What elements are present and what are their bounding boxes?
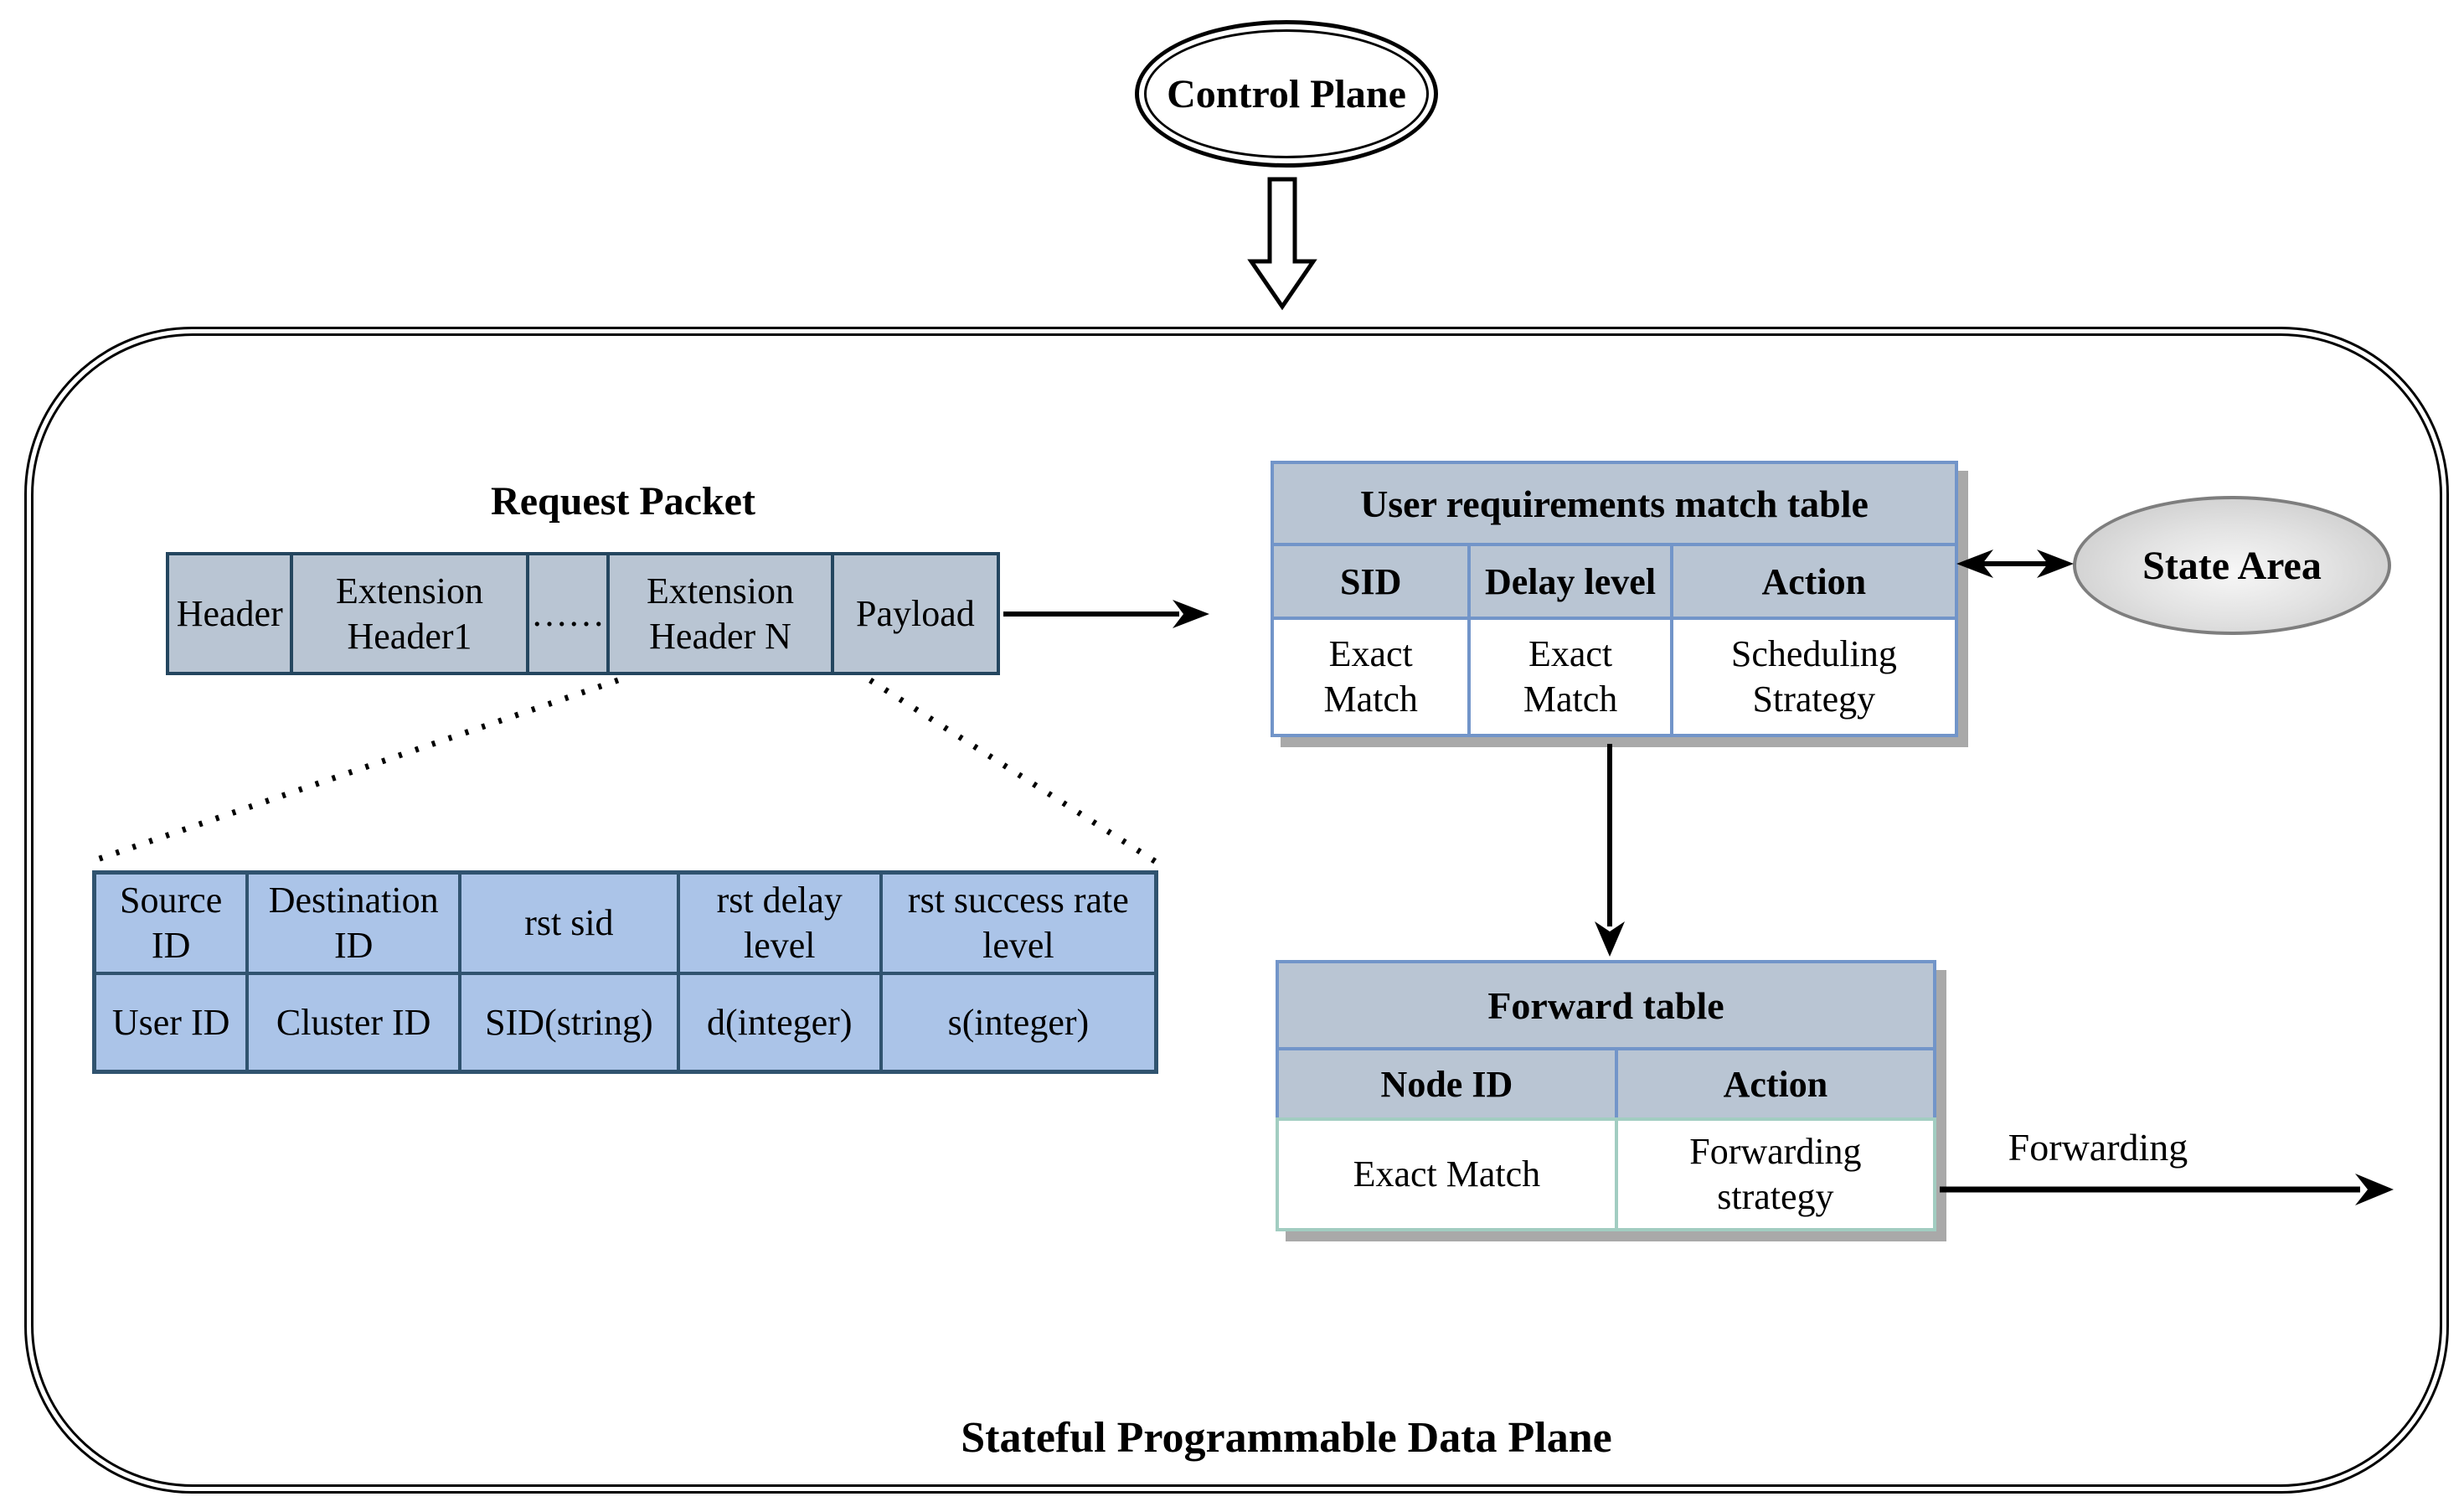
match-table-title: User requirements match table bbox=[1274, 464, 1955, 543]
request-packet-title: Request Packet bbox=[491, 478, 755, 524]
forward-header-action: Action bbox=[1617, 1050, 1933, 1117]
field-destination-id: Destination ID bbox=[249, 875, 459, 972]
match-cell-scheduling-strategy: Scheduling Strategy bbox=[1673, 620, 1955, 734]
packet-cell-header: Header bbox=[169, 555, 291, 672]
data-plane-inner-ring bbox=[31, 333, 2442, 1487]
packet-cell-payload: Payload bbox=[833, 555, 997, 672]
packet-cell-extension-header1: Extension Header1 bbox=[293, 555, 526, 672]
forwarding-label: Forwarding bbox=[2008, 1125, 2188, 1169]
match-header-delay-level: Delay level bbox=[1471, 546, 1670, 617]
user-requirements-match-table: User requirements match table SID Delay … bbox=[1271, 461, 1958, 737]
control-plane-inner-ring bbox=[1144, 29, 1429, 158]
value-sid-string: SID(string) bbox=[461, 974, 677, 1070]
value-s-integer: s(integer) bbox=[882, 974, 1154, 1070]
field-rst-delay-level: rst delay level bbox=[679, 875, 879, 972]
state-area-ellipse: State Area bbox=[2073, 496, 2391, 635]
value-d-integer: d(integer) bbox=[679, 974, 879, 1070]
field-rst-sid: rst sid bbox=[461, 875, 677, 972]
match-cell-sid-exact-match: Exact Match bbox=[1274, 620, 1468, 734]
forward-table: Forward table Node ID Action Exact Match… bbox=[1276, 960, 1936, 1231]
match-header-action: Action bbox=[1673, 546, 1955, 617]
field-rst-success-rate-level: rst success rate level bbox=[882, 875, 1154, 972]
data-plane-label: Stateful Programmable Data Plane bbox=[961, 1413, 1612, 1462]
packet-fields-table: Source ID Destination ID rst sid rst del… bbox=[92, 870, 1158, 1074]
match-cell-delay-exact-match: Exact Match bbox=[1471, 620, 1670, 734]
request-packet-table: Header Extension Header1 …… Extension He… bbox=[166, 552, 1000, 675]
control-plane-label: Control Plane bbox=[1167, 71, 1406, 116]
match-header-sid: SID bbox=[1274, 546, 1468, 617]
control-plane-ellipse: Control Plane bbox=[1135, 20, 1438, 168]
forward-header-node-id: Node ID bbox=[1279, 1050, 1615, 1117]
forward-table-title: Forward table bbox=[1279, 963, 1933, 1047]
forward-table-data-section: Exact Match Forwarding strategy bbox=[1276, 1117, 1936, 1231]
data-plane-box bbox=[24, 327, 2449, 1494]
state-area-label: State Area bbox=[2142, 543, 2322, 588]
forward-table-header-section: Forward table Node ID Action bbox=[1276, 960, 1936, 1117]
field-source-id: Source ID bbox=[96, 875, 246, 972]
packet-cell-extension-headerN: Extension Header N bbox=[610, 555, 831, 672]
value-cluster-id: Cluster ID bbox=[249, 974, 459, 1070]
forward-cell-exact-match: Exact Match bbox=[1279, 1121, 1615, 1228]
packet-cell-ellipsis: …… bbox=[528, 555, 607, 672]
value-user-id: User ID bbox=[96, 974, 246, 1070]
control-to-dataplane-arrow bbox=[1247, 177, 1317, 311]
forward-cell-forwarding-strategy: Forwarding strategy bbox=[1617, 1121, 1933, 1228]
